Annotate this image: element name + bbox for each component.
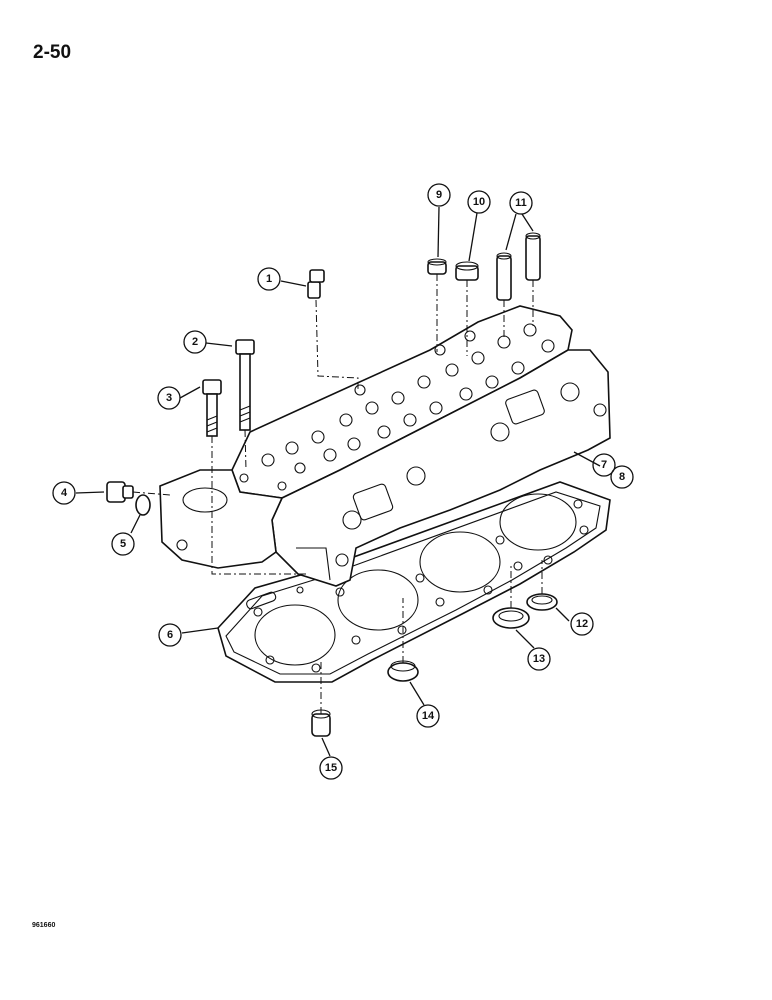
svg-text:6: 6 [167, 629, 173, 641]
callout-15: 15 [319, 756, 343, 780]
svg-text:11: 11 [515, 197, 527, 209]
svg-text:12: 12 [576, 618, 588, 630]
callout-6: 6 [158, 623, 182, 647]
bolt-part-3 [202, 379, 222, 437]
cylinder-head [159, 305, 611, 587]
svg-text:13: 13 [533, 653, 545, 665]
svg-text:5: 5 [120, 538, 126, 550]
svg-text:4: 4 [61, 487, 68, 499]
callouts: 1 2 3 4 5 6 7 8 9 10 11 12 13 14 15 [52, 183, 634, 780]
callout-1: 1 [257, 267, 281, 291]
svg-text:10: 10 [473, 196, 485, 208]
assembly-lines [132, 274, 543, 714]
leader-lines [75, 206, 601, 757]
callout-13: 13 [527, 647, 551, 671]
plug-part-4 [106, 481, 134, 503]
ring-part-12 [526, 593, 558, 611]
valve-guide-part-11 [496, 232, 541, 301]
svg-text:3: 3 [166, 392, 172, 404]
svg-text:2: 2 [192, 336, 198, 348]
callout-2: 2 [183, 330, 207, 354]
callout-9: 9 [427, 183, 451, 207]
callout-11: 11 [509, 191, 533, 215]
callout-14: 14 [416, 704, 440, 728]
svg-text:9: 9 [436, 189, 442, 201]
bolt-part-2 [235, 339, 255, 431]
insert-part-14 [387, 660, 419, 682]
ring-part-13 [492, 607, 530, 629]
callout-3: 3 [157, 386, 181, 410]
svg-text:8: 8 [619, 471, 625, 483]
callout-10: 10 [467, 190, 491, 214]
callout-7: 7 [592, 453, 616, 477]
washer-part-5 [135, 494, 151, 516]
svg-text:1: 1 [266, 273, 272, 285]
callout-5: 5 [111, 532, 135, 556]
svg-text:15: 15 [325, 762, 337, 774]
seal-part-9 [427, 258, 447, 275]
page-number: 2-50 [33, 42, 72, 63]
head-gasket [217, 481, 611, 683]
svg-text:14: 14 [422, 710, 435, 722]
callout-12: 12 [570, 612, 594, 636]
figure-code: 961660 [32, 922, 56, 929]
callout-4: 4 [52, 481, 76, 505]
svg-text:7: 7 [601, 459, 607, 471]
fitting-part-1 [307, 269, 325, 299]
seal-part-10 [455, 261, 479, 281]
callout-8: 8 [610, 465, 634, 489]
